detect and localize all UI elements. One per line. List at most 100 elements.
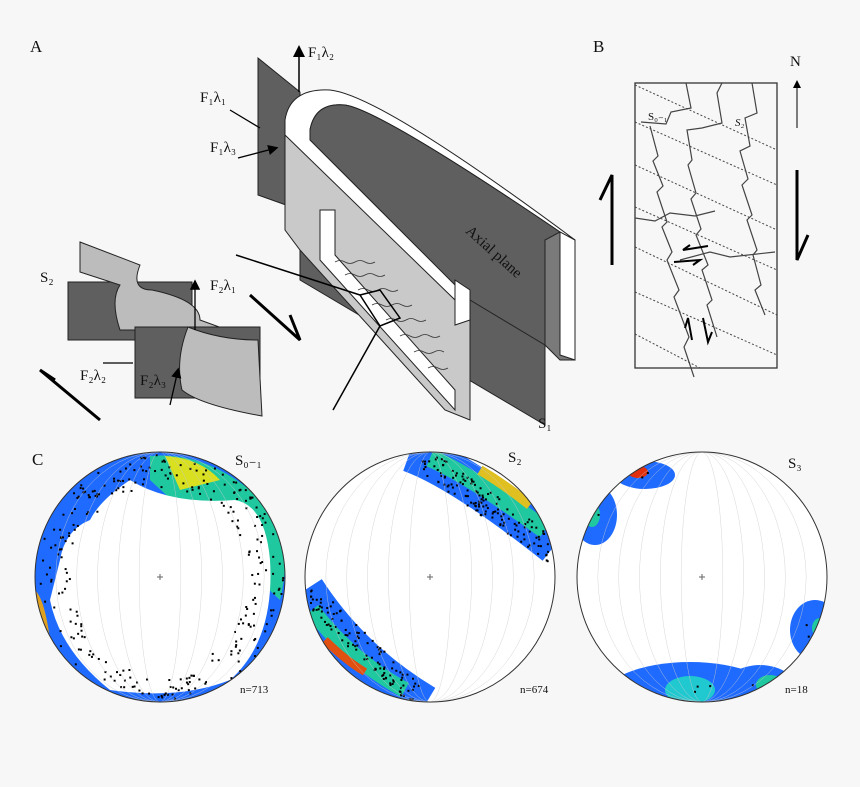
pole-point	[238, 649, 241, 652]
pole-point	[402, 684, 405, 687]
pole-point	[641, 476, 644, 479]
pole-point	[373, 669, 376, 672]
pole-point	[480, 498, 483, 501]
pole-point	[90, 655, 93, 658]
pole-point	[354, 645, 357, 648]
pole-point	[272, 609, 275, 612]
pole-point	[80, 625, 83, 628]
sinistral-arrow-left	[598, 174, 614, 265]
pole-point	[85, 513, 88, 516]
pole-point	[254, 602, 257, 605]
pole-point	[531, 520, 534, 523]
pole-point	[538, 538, 541, 541]
pole-point	[188, 676, 191, 679]
pole-point	[122, 486, 125, 489]
pole-point	[354, 640, 357, 643]
pole-point	[73, 528, 76, 531]
pole-point	[257, 572, 260, 575]
pole-point	[407, 689, 410, 692]
pole-point	[709, 685, 712, 688]
pole-point	[376, 646, 379, 649]
pole-point	[471, 480, 474, 483]
pole-point	[88, 653, 91, 656]
pole-point	[227, 511, 230, 514]
pole-point	[395, 669, 398, 672]
pole-point	[376, 661, 379, 664]
pole-point	[452, 476, 455, 479]
pole-point	[253, 655, 256, 658]
pole-point	[117, 487, 120, 490]
pole-point	[134, 481, 137, 484]
pole-point	[64, 587, 67, 590]
pole-point	[237, 622, 240, 625]
pole-point	[235, 644, 238, 647]
pole-point	[239, 488, 242, 491]
pole-point	[474, 505, 477, 508]
pole-point	[370, 656, 373, 659]
pole-point	[122, 669, 125, 672]
pole-point	[155, 454, 158, 457]
pole-point	[325, 624, 328, 627]
pole-point	[258, 556, 261, 559]
pole-point	[527, 545, 530, 548]
panel-a-label: A	[30, 37, 43, 56]
pole-point	[392, 679, 395, 682]
pole-point	[537, 552, 540, 555]
pole-point	[122, 490, 125, 493]
pole-point	[93, 489, 96, 492]
poles-s01	[39, 454, 285, 700]
pole-point	[246, 608, 249, 611]
pole-point	[312, 608, 315, 611]
pole-point	[382, 674, 385, 677]
pole-point	[341, 639, 344, 642]
pole-point	[440, 472, 443, 475]
pole-point	[160, 694, 163, 697]
pole-point	[470, 501, 473, 504]
pole-point	[168, 679, 171, 682]
pole-point	[185, 681, 188, 684]
pole-point	[131, 685, 134, 688]
pole-point	[270, 614, 273, 617]
pole-point	[484, 513, 487, 516]
pole-point	[148, 692, 151, 695]
pole-point	[484, 510, 487, 513]
pole-point	[188, 681, 191, 684]
pole-point	[366, 642, 369, 645]
pole-point	[466, 495, 469, 498]
pole-point	[72, 523, 75, 526]
pole-point	[223, 483, 226, 486]
pole-point	[542, 532, 545, 535]
pole-point	[456, 484, 459, 487]
pole-point	[646, 472, 649, 475]
pole-point	[272, 572, 275, 575]
pole-point	[129, 463, 132, 466]
pole-point	[197, 486, 200, 489]
pole-point	[244, 489, 247, 492]
pole-point	[74, 622, 77, 625]
pole-point	[515, 524, 518, 527]
pole-point	[466, 504, 469, 507]
pole-point	[500, 518, 503, 521]
panel-c-label: C	[32, 450, 43, 469]
pole-point	[696, 685, 699, 688]
pole-point	[443, 459, 446, 462]
pole-point	[441, 464, 444, 467]
pole-point	[475, 490, 478, 493]
pole-point	[168, 466, 171, 469]
pole-point	[326, 611, 329, 614]
pole-point	[526, 521, 529, 524]
pole-point	[417, 684, 420, 687]
pole-point	[389, 682, 392, 685]
pole-point	[398, 690, 401, 693]
pole-point	[163, 693, 166, 696]
pole-point	[491, 516, 494, 519]
pole-point	[59, 528, 62, 531]
pole-point	[278, 562, 281, 565]
pole-point	[53, 606, 56, 609]
pole-point	[74, 663, 77, 666]
pole-point	[542, 530, 545, 533]
pole-point	[186, 490, 189, 493]
pole-point	[389, 684, 392, 687]
pole-point	[44, 600, 47, 603]
pole-point	[443, 476, 446, 479]
